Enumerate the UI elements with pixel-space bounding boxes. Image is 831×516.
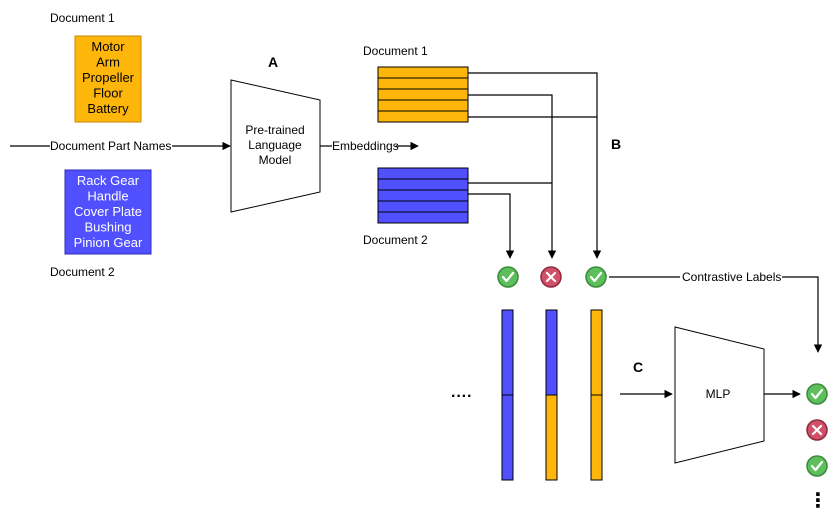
embedding-row	[377, 189, 469, 202]
label-a: A	[268, 54, 278, 70]
ellipsis-horizontal: ····	[451, 388, 472, 405]
pair-bar	[501, 309, 514, 481]
route-doc2-to-pair1	[468, 193, 515, 259]
doc2-caption: Document 2	[50, 265, 115, 279]
doc2-embedding-stack	[377, 167, 469, 224]
embedding-row	[377, 110, 469, 123]
output-label-icons	[806, 383, 828, 477]
emb-doc1-caption: Document 1	[363, 44, 428, 58]
input-label: Document Part Names	[50, 139, 171, 153]
part-name: Cover Plate	[74, 204, 142, 219]
part-name: Arm	[96, 55, 120, 70]
lm-label-line: Model	[259, 153, 292, 167]
pair-bar	[590, 309, 603, 481]
embedding-row	[377, 77, 469, 90]
doc2-parts-box	[64, 169, 152, 255]
check-icon	[497, 266, 519, 288]
embedding-row	[377, 211, 469, 224]
embedding-row	[377, 200, 469, 213]
doc1-caption: Document 1	[50, 11, 115, 25]
part-name: Motor	[91, 39, 125, 54]
check-icon	[806, 455, 828, 477]
lm-label-line: Pre-trained	[245, 123, 304, 137]
part-name: Handle	[87, 189, 128, 204]
emb-doc2-caption: Document 2	[363, 233, 428, 247]
route-doc1-to-pair2	[468, 94, 553, 183]
part-name: Propeller	[82, 70, 135, 85]
check-icon	[806, 383, 828, 405]
pair-label-icons	[497, 266, 607, 288]
contrastive-arrow	[782, 276, 823, 353]
part-name: Battery	[87, 101, 129, 116]
check-icon	[585, 266, 607, 288]
contrastive-label: Contrastive Labels	[682, 270, 781, 284]
embedding-row	[377, 88, 469, 101]
cross-icon	[540, 266, 562, 288]
embedding-row	[377, 178, 469, 191]
mlp-label: MLP	[706, 387, 731, 401]
label-b: B	[611, 136, 621, 152]
cross-icon	[806, 419, 828, 441]
part-name: Rack Gear	[77, 173, 140, 188]
embeddings-label: Embeddings	[332, 139, 399, 153]
doc1-parts-box	[74, 35, 142, 123]
embedding-row	[377, 66, 469, 79]
mlp-block	[674, 326, 765, 464]
part-name: Floor	[93, 86, 123, 101]
language-model-block	[230, 79, 321, 213]
embedding-row	[377, 99, 469, 112]
doc1-embedding-stack	[377, 66, 469, 123]
route-doc1-to-pair3	[468, 72, 602, 259]
route-doc2-to-pair2	[468, 182, 557, 259]
label-c: C	[633, 359, 643, 375]
pair-bar	[545, 309, 558, 481]
pair-bars	[501, 309, 603, 481]
part-name: Bushing	[85, 220, 132, 235]
part-name: Pinion Gear	[74, 235, 143, 250]
pair-routing-lines	[468, 72, 602, 259]
ellipsis-vertical: ⋮	[808, 490, 828, 512]
lm-label-line: Language	[248, 138, 302, 152]
embedding-row	[377, 167, 469, 180]
